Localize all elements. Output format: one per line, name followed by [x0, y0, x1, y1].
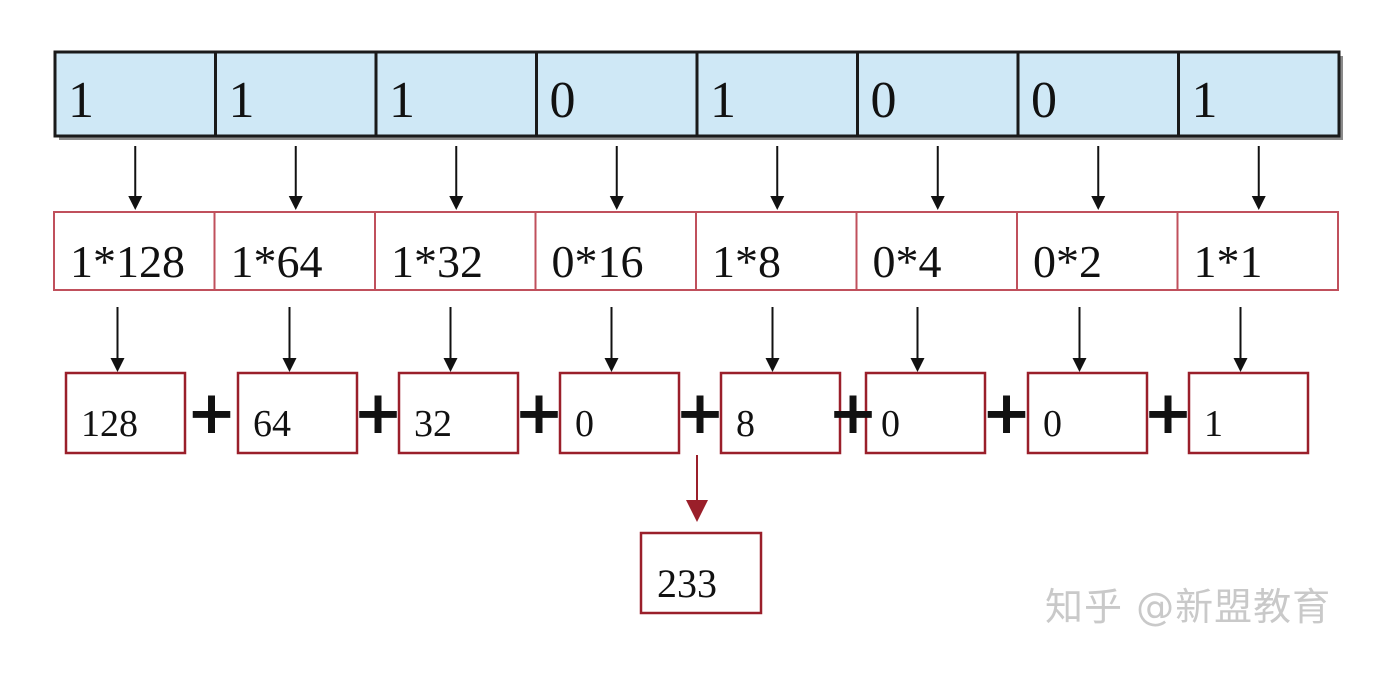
plus-operator: +	[514, 378, 564, 448]
product-label: 1*128	[70, 236, 185, 287]
product-label: 1*32	[391, 236, 483, 287]
bit-value: 1	[389, 72, 415, 129]
down-arrow	[604, 307, 619, 372]
product-label: 0*16	[552, 236, 644, 287]
watermark: 知乎 @新盟教育	[1045, 585, 1332, 629]
value-label: 64	[253, 403, 291, 445]
down-arrow	[930, 146, 945, 210]
bit-cell	[1016, 50, 1180, 138]
down-arrow	[110, 307, 125, 372]
value-label: 0	[881, 403, 900, 445]
bit-value: 1	[710, 72, 736, 129]
plus-operator: +	[675, 378, 725, 448]
bit-value: 0	[1031, 72, 1057, 129]
plus-operator: +	[186, 378, 236, 448]
down-arrow	[770, 146, 785, 210]
product-cell	[53, 211, 216, 291]
value-box	[397, 371, 520, 455]
plus-operator: +	[828, 378, 878, 448]
down-arrow	[1072, 307, 1087, 372]
value-label: 8	[736, 403, 755, 445]
product-label: 1*1	[1194, 236, 1263, 287]
result-arrow	[686, 455, 708, 522]
value-label: 0	[1043, 403, 1062, 445]
plus-operator: +	[1143, 378, 1193, 448]
bit-value: 1	[229, 72, 255, 129]
value-label: 1	[1204, 403, 1223, 445]
bit-value: 0	[550, 72, 576, 129]
result-box	[639, 531, 763, 615]
value-box	[1187, 371, 1310, 455]
product-cell	[374, 211, 537, 291]
product-label: 0*2	[1033, 236, 1102, 287]
down-arrow	[443, 307, 458, 372]
product-cell	[1176, 211, 1339, 291]
product-cell	[855, 211, 1018, 291]
down-arrow	[282, 307, 297, 372]
product-cell	[534, 211, 697, 291]
value-label: 128	[81, 403, 138, 445]
value-box	[64, 371, 187, 455]
product-label: 1*64	[231, 236, 323, 287]
value-label: 0	[575, 403, 594, 445]
bit-value: 1	[1192, 72, 1218, 129]
down-arrow	[910, 307, 925, 372]
value-label: 32	[414, 403, 452, 445]
bit-value: 1	[68, 72, 94, 129]
plus-operator: +	[353, 378, 403, 448]
bit-cell	[695, 50, 859, 138]
result-value: 233	[657, 561, 717, 606]
down-arrow	[1091, 146, 1106, 210]
value-box	[864, 371, 987, 455]
down-arrow	[288, 146, 303, 210]
down-arrow	[1233, 307, 1248, 372]
bit-cell	[1177, 50, 1341, 138]
bit-value: 0	[871, 72, 897, 129]
value-box	[558, 371, 681, 455]
down-arrow	[609, 146, 624, 210]
down-arrow	[128, 146, 143, 210]
value-box	[236, 371, 359, 455]
product-label: 0*4	[873, 236, 942, 287]
bit-cell	[53, 50, 217, 138]
product-label: 1*8	[712, 236, 781, 287]
value-box	[1026, 371, 1149, 455]
down-arrow	[765, 307, 780, 372]
plus-operator: +	[981, 378, 1031, 448]
down-arrow	[1251, 146, 1266, 210]
down-arrow	[449, 146, 464, 210]
value-box	[719, 371, 842, 455]
